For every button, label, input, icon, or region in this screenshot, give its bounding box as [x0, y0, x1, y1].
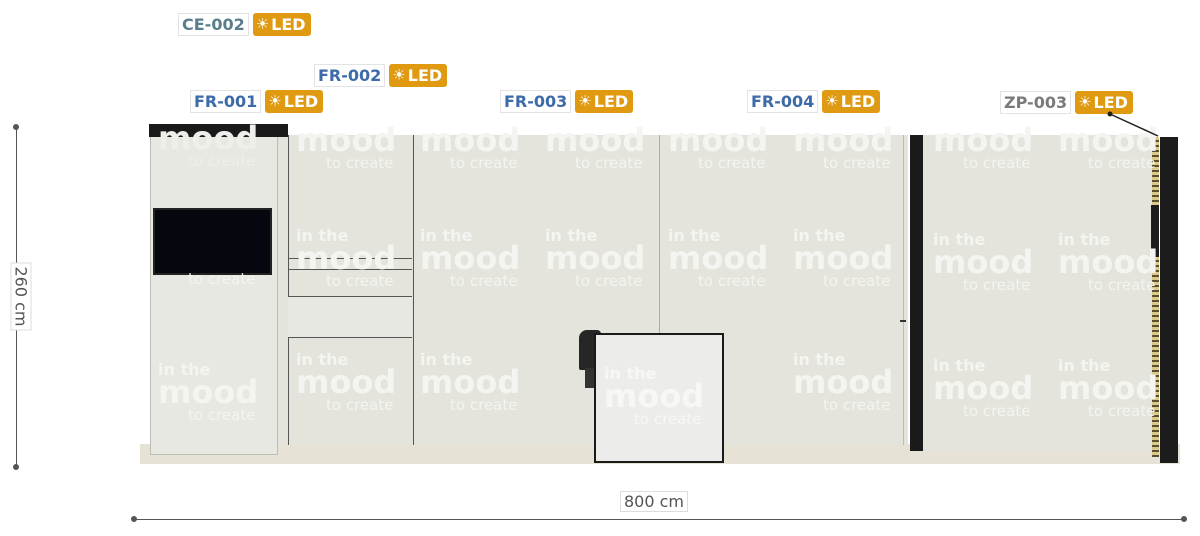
led-strip — [1152, 137, 1159, 457]
width-dimension-end — [1181, 516, 1187, 522]
side-wall-frame — [910, 135, 923, 451]
sun-icon: ☀ — [392, 66, 406, 84]
label-code: FR-003 — [500, 90, 572, 113]
label-code: FR-002 — [314, 64, 386, 87]
door-handle — [903, 135, 904, 445]
led-badge: ☀LED — [252, 13, 311, 36]
panel-divider — [659, 135, 660, 445]
label-zp-003: ZP-003 ☀LED — [1000, 91, 1133, 114]
label-code: FR-001 — [190, 90, 262, 113]
height-dimension-end — [13, 124, 19, 130]
height-dimension-label: 260 cm — [10, 262, 32, 331]
door-handle-knob — [900, 320, 906, 322]
leader-line — [1107, 111, 1159, 137]
led-badge: ☀LED — [265, 90, 324, 113]
counter — [594, 333, 724, 463]
cabinet-fr-002 — [288, 135, 414, 445]
side-wall-zp-003 — [923, 135, 1155, 451]
label-fr-002: FR-002 ☀LED — [314, 64, 448, 87]
cabinet-drawer — [288, 296, 412, 338]
bar-stool-leg — [585, 368, 595, 388]
led-badge: ☀LED — [822, 90, 881, 113]
sun-icon: ☀ — [825, 92, 839, 110]
label-fr-004: FR-004 ☀LED — [747, 90, 881, 113]
label-fr-003: FR-003 ☀LED — [500, 90, 634, 113]
height-dimension-end — [13, 464, 19, 470]
label-code: CE-002 — [178, 13, 249, 36]
tv-screen — [153, 208, 272, 275]
label-code: FR-004 — [747, 90, 819, 113]
column-fr-001 — [150, 135, 278, 455]
column-top-cap — [149, 124, 288, 137]
led-badge: ☀LED — [1075, 91, 1133, 114]
sun-icon: ☀ — [255, 15, 270, 33]
led-badge: ☀LED — [389, 64, 448, 87]
width-dimension-end — [131, 516, 137, 522]
sun-icon: ☀ — [268, 92, 282, 110]
label-code: ZP-003 — [1000, 91, 1072, 114]
cabinet-shelf — [288, 258, 412, 270]
sun-icon: ☀ — [1078, 93, 1092, 111]
wall-bracket — [1151, 205, 1159, 257]
sun-icon: ☀ — [578, 92, 592, 110]
width-dimension-line — [134, 519, 1184, 520]
label-fr-001: FR-001 ☀LED — [190, 90, 324, 113]
width-dimension-label: 800 cm — [620, 491, 689, 512]
side-wall-edge — [1160, 137, 1178, 463]
led-badge: ☀LED — [575, 90, 634, 113]
label-ce-002: CE-002 ☀LED — [178, 13, 311, 36]
